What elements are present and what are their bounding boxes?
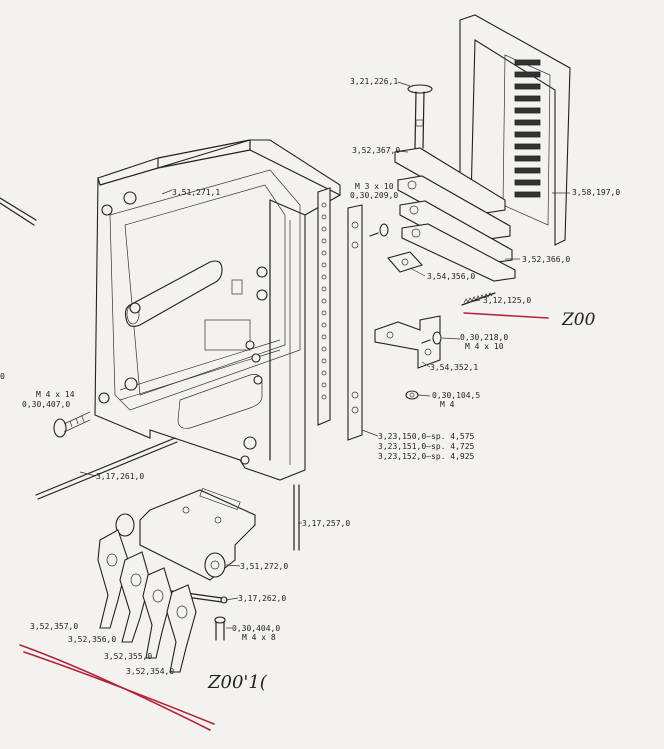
label-strip-2-part: 3,23,151,0 <box>378 442 427 451</box>
housing <box>94 139 341 481</box>
label-lever-3: 3,52,355,0 <box>104 652 153 661</box>
label-short-rod: 3,17,257,0 <box>302 519 351 528</box>
leader-lines <box>79 81 570 629</box>
label-strip-3: 3,23,152,0—sp. 4,925 <box>378 452 475 461</box>
label-bracket: 3,54,352,1 <box>430 363 479 372</box>
screw-m3 <box>369 223 389 237</box>
label-left-screw-size: M 4 x 14 <box>36 390 75 399</box>
pin-top <box>407 84 433 149</box>
screw-left <box>53 411 91 438</box>
label-spring-comb: 3,12,125,0 <box>483 296 532 305</box>
label-strip-1: 3,23,150,0—sp. 4,575 <box>378 432 475 441</box>
terminal-plate <box>347 204 363 441</box>
short-rod <box>293 484 300 551</box>
screw-m4-right <box>421 331 442 345</box>
label-strip-3-note: sp. 4,925 <box>431 452 475 461</box>
long-rod <box>35 437 178 500</box>
label-strip-1-note: sp. 4,575 <box>431 432 475 441</box>
marker-stroke-bottom-2 <box>23 651 215 725</box>
nut <box>405 390 419 400</box>
spring-stack <box>394 147 516 282</box>
label-housing: 3,51,271,1 <box>172 188 221 197</box>
label-lever-4: 3,52,354,0 <box>126 667 175 676</box>
label-lever-screw-size: M 4 x 8 <box>242 633 276 642</box>
label-screw-m4-part: 0,30,218,0 <box>460 333 509 342</box>
label-lever-shaft: 3,17,262,0 <box>238 594 287 603</box>
label-left-edge: 0 <box>0 372 5 381</box>
label-left-screw-part: 0,30,407,0 <box>22 400 71 409</box>
label-nut-part: 0,30,104,5 <box>432 391 481 400</box>
label-nut-size: M 4 <box>440 400 455 409</box>
label-strip-2-note: sp. 4,725 <box>431 442 475 451</box>
label-screw-m4-size: M 4 x 10 <box>465 342 504 351</box>
lever-screw <box>214 616 226 641</box>
marker-underline-right <box>463 312 549 319</box>
label-screw-m3-size: M 3 x 10 <box>355 182 394 191</box>
label-lever-screw-part: 0,30,404,0 <box>232 624 281 633</box>
label-rail: 3,58,197,0 <box>572 188 621 197</box>
bracket <box>374 315 441 369</box>
label-pin-top: 3,21,226,1 <box>350 77 399 86</box>
handwritten-note-right: Z00 <box>562 310 596 330</box>
label-spring-stack: 3,52,366,0 <box>522 255 571 264</box>
label-small-plate: 3,54,356,0 <box>427 272 476 281</box>
label-strip-3-part: 3,23,152,0 <box>378 452 427 461</box>
label-strip-1-part: 3,23,150,0 <box>378 432 427 441</box>
wire-left <box>0 197 37 226</box>
label-lever-2: 3,52,356,0 <box>68 635 117 644</box>
marker-stroke-bottom <box>19 644 211 731</box>
handwritten-note-bottom: Z00'1( <box>208 672 267 693</box>
label-plate: 3,52,367,0 <box>352 146 401 155</box>
label-long-rod: 3,17,261,0 <box>96 472 145 481</box>
label-strip-2: 3,23,151,0—sp. 4,725 <box>378 442 475 451</box>
spring-comb <box>461 292 496 306</box>
levers <box>97 529 197 673</box>
label-lever-frame: 3,51,272,0 <box>240 562 289 571</box>
small-plate <box>387 251 423 273</box>
rail <box>459 14 571 246</box>
label-lever-1: 3,52,357,0 <box>30 622 79 631</box>
lever-frame <box>115 487 256 581</box>
label-screw-m3-part: 0,30,209,0 <box>350 191 399 200</box>
